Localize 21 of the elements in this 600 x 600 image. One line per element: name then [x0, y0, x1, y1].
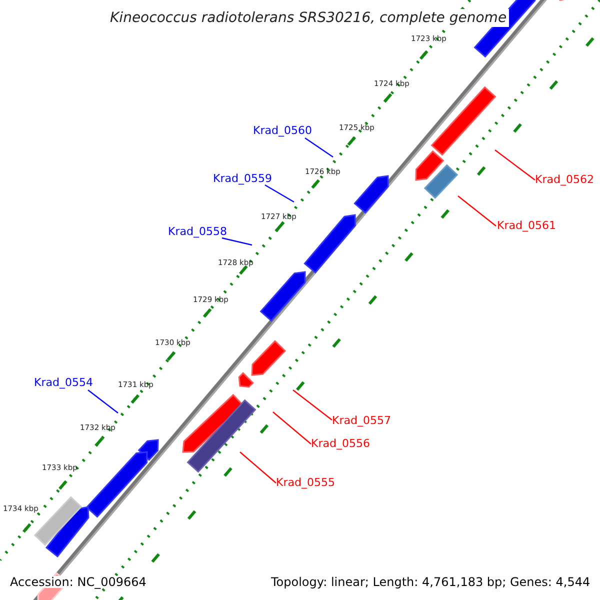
gene-label: Krad_0558 — [168, 226, 227, 237]
leader-line — [458, 196, 496, 226]
gene-label: Krad_0555 — [276, 477, 335, 488]
gene-label: Krad_0562 — [535, 174, 594, 185]
footer-note: Accession: NC_009664 — [9, 576, 148, 588]
leader-line — [222, 237, 252, 246]
gene-label: Krad_0560 — [253, 125, 312, 136]
leader-line — [240, 452, 276, 484]
gene-label: Krad_0557 — [332, 415, 391, 426]
diagram-title: Kineococcus radiotolerans SRS30216, complete genome — [108, 9, 509, 27]
leader-line — [494, 150, 536, 180]
leader-line — [292, 390, 332, 420]
leader-line — [264, 184, 294, 203]
gene-label: Krad_0561 — [497, 220, 556, 231]
footer-note: Topology: linear; Length: 4,761,183 bp; Genes: 4,544 — [270, 576, 592, 588]
gene-label: Krad_0554 — [34, 377, 93, 388]
leader-line — [272, 412, 312, 444]
gene-label: Krad_0556 — [311, 438, 370, 449]
gene-label: Krad_0559 — [213, 173, 272, 184]
leader-line — [88, 390, 118, 414]
leader-line — [304, 138, 334, 158]
